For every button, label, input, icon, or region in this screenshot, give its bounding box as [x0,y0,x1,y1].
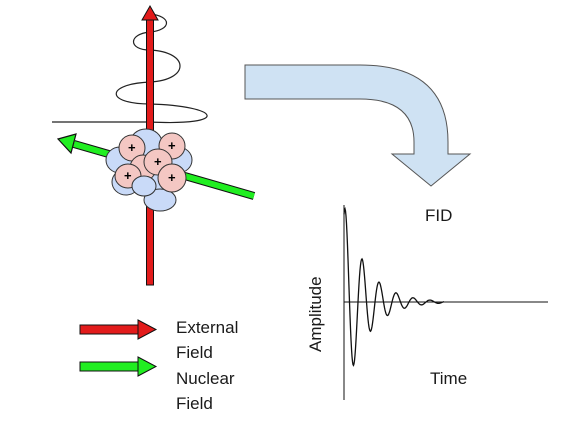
fid-plot: FID Time Amplitude [306,205,548,400]
legend-nuclear-field: Nuclear Field [79,356,235,413]
nucleus-cluster: + + + + + [105,128,193,212]
fid-decay-curve [343,206,445,367]
neutron [131,175,157,197]
proton-charge-sign: + [128,140,136,155]
proton-charge-sign: + [168,138,176,153]
fid-x-label: Time [430,369,467,388]
rf-excitation-wave [52,13,208,124]
proton-charge-sign: + [154,154,162,169]
legend-external-label-1: External [176,318,238,337]
legend: External Field Nuclear Field [79,318,238,413]
legend-external-field: External Field [79,318,238,362]
legend-nuclear-label-1: Nuclear [176,369,235,388]
proton-charge-sign: + [168,170,176,185]
legend-external-label-2: Field [176,343,213,362]
legend-nuclear-label-2: Field [176,394,213,413]
proton [157,163,187,193]
fid-y-label: Amplitude [306,276,325,352]
neutron [143,188,177,212]
process-arrow [244,64,472,187]
proton-charge-sign: + [124,168,132,183]
fid-title: FID [425,206,452,225]
